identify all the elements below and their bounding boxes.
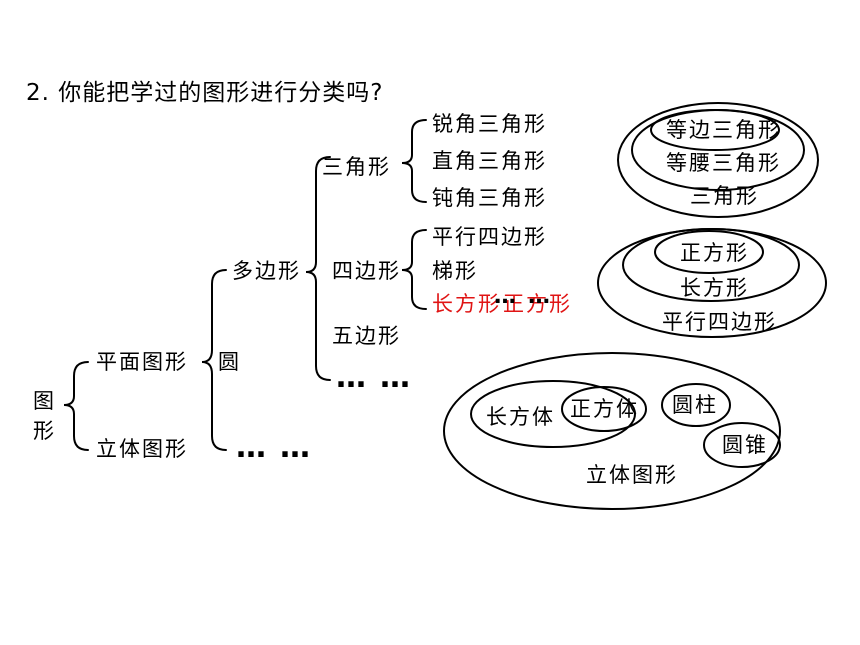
solid-figure-label: 立体图形 (96, 437, 188, 461)
venn-cuboid (470, 380, 636, 448)
venn-cone (703, 422, 781, 468)
quad-type-trapezoid: 梯形 (432, 259, 478, 283)
quad-type-square-red: 正方形 (503, 292, 572, 316)
root-brace (63, 361, 89, 451)
quad-type-parallelogram: 平行四边形 (432, 225, 547, 249)
venn-triangle-inner (650, 109, 780, 151)
venn-triangle-outer (617, 102, 819, 218)
quad-ellipsis: …… (494, 284, 562, 309)
venn-label-cuboid: 长方体 (486, 405, 555, 429)
venn-cube (561, 386, 647, 432)
venn-quad-middle (622, 228, 800, 302)
triangle-type-right: 直角三角形 (432, 149, 547, 173)
polygon-label: 多边形 (232, 259, 301, 283)
venn-label-equilateral: 等边三角形 (666, 118, 781, 142)
venn-cylinder (661, 383, 731, 427)
polygon-brace (305, 156, 331, 381)
venn-label-square: 正方形 (680, 241, 749, 265)
venn-label-cone: 圆锥 (722, 433, 768, 457)
venn-label-cube: 正方体 (570, 397, 639, 421)
circle-label: 圆 (218, 350, 241, 374)
solid-ellipsis: …… (236, 430, 324, 465)
quadrilateral-label: 四边形 (332, 259, 401, 283)
venn-label-cylinder: 圆柱 (672, 393, 718, 417)
venn-solid-outer (443, 352, 781, 510)
question-title: 2. 你能把学过的图形进行分类吗? (26, 80, 384, 106)
venn-label-solid: 立体图形 (586, 463, 678, 487)
plane-figure-label: 平面图形 (96, 350, 188, 374)
venn-quad-inner (654, 230, 764, 274)
quad-brace (401, 229, 427, 310)
triangle-brace (401, 119, 427, 203)
venn-label-parallelogram: 平行四边形 (662, 310, 777, 334)
polygon-ellipsis: …… (336, 360, 424, 395)
triangle-type-acute: 锐角三角形 (432, 112, 547, 136)
quad-type-rectangle-red: 长方形 (432, 292, 501, 316)
venn-label-isosceles: 等腰三角形 (666, 151, 781, 175)
triangle-type-obtuse: 钝角三角形 (432, 186, 547, 210)
venn-label-rectangle: 长方形 (680, 276, 749, 300)
plane-brace (201, 269, 227, 451)
pentagon-label: 五边形 (332, 324, 401, 348)
venn-label-triangle: 三角形 (690, 184, 759, 208)
root-label: 图形 (33, 389, 54, 444)
triangle-label: 三角形 (322, 155, 391, 179)
